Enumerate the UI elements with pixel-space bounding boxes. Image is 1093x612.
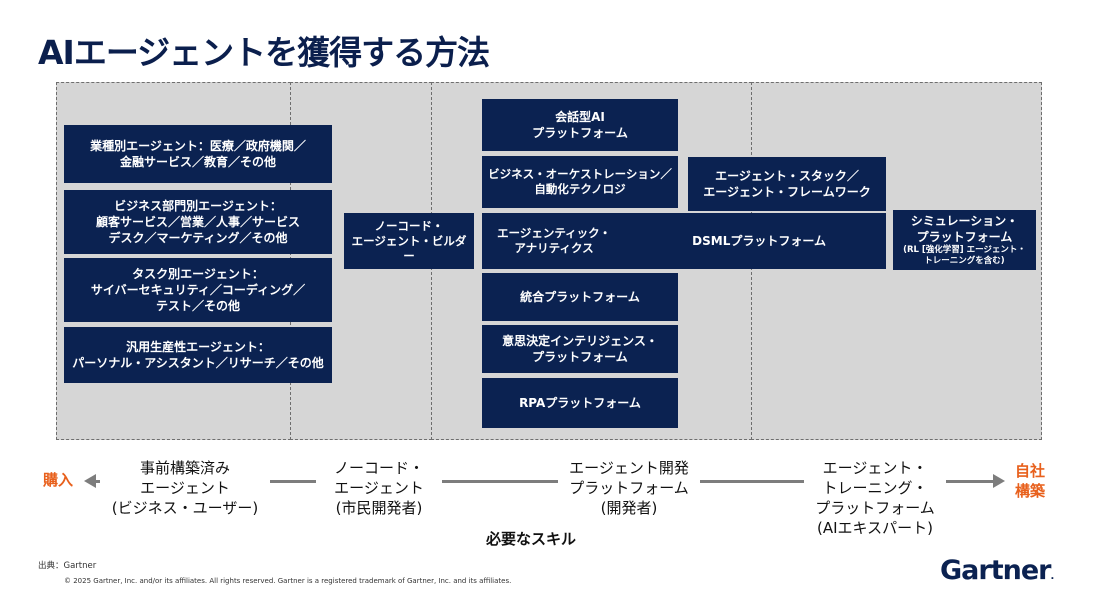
axis-label-dev-platform: エージェント開発 プラットフォーム (開発者) [558, 458, 700, 518]
axis-label-nocode: ノーコード・ エージェント (市民開発者) [316, 458, 442, 518]
page-title: AIエージェントを獲得する方法 [38, 33, 490, 72]
industry-agent-box: 業種別エージェント：医療／政府機関／ 金融サービス／教育／その他 [64, 125, 332, 183]
task-agent-box: タスク別エージェント： サイバーセキュリティ／コーディング／ テスト／その他 [64, 258, 332, 322]
dsml-platform-box: DSMLプラットフォーム [482, 213, 886, 269]
axis-left-end-label: 購入 [42, 471, 73, 489]
axis-right-end-label: 自社 構築 [1014, 462, 1045, 500]
arrow-left-icon [84, 474, 96, 488]
business-dept-agent-box: ビジネス部門別エージェント： 顧客サービス／営業／人事／サービス デスク／マーケ… [64, 190, 332, 254]
simulation-platform-note: (RL [強化学習] エージェント・ トレーニングを含む) [903, 245, 1026, 266]
axis-label-prebuilt: 事前構築済み エージェント (ビジネス・ユーザー) [100, 458, 270, 518]
gartner-logo-dot: . [1050, 571, 1054, 582]
rpa-platform-box: RPAプラットフォーム [482, 378, 678, 428]
simulation-platform-box: シミュレーション・ プラットフォーム (RL [強化学習] エージェント・ トレ… [893, 210, 1036, 270]
axis-line [94, 480, 994, 483]
source-note: 出典：Gartner [38, 561, 97, 571]
conversational-ai-box: 会話型AI プラットフォーム [482, 99, 678, 151]
nocode-builder-box: ノーコード・ エージェント・ビルダー [344, 213, 474, 269]
decision-intelligence-box: 意思決定インテリジェンス・ プラットフォーム [482, 325, 678, 373]
skill-axis-label: 必要なスキル [486, 530, 577, 548]
gartner-logo: Gartner. [940, 555, 1054, 586]
general-agent-box: 汎用生産性エージェント： パーソナル・アシスタント／リサーチ／その他 [64, 327, 332, 383]
copyright-note: © 2025 Gartner, Inc. and/or its affiliat… [64, 577, 512, 585]
simulation-platform-label: シミュレーション・ プラットフォーム [910, 214, 1019, 244]
agent-stack-box: エージェント・スタック／ エージェント・フレームワーク [688, 157, 886, 211]
integration-platform-box: 統合プラットフォーム [482, 273, 678, 321]
arrow-right-icon [993, 474, 1005, 488]
gartner-logo-text: Gartner [940, 555, 1051, 586]
agentic-analytics-box: エージェンティック・ アナリティクス [497, 226, 611, 255]
axis-label-training: エージェント・ トレーニング・ プラットフォーム (AIエキスパート) [804, 458, 946, 538]
orchestration-box: ビジネス・オーケストレーション／ 自動化テクノロジ [482, 156, 678, 208]
